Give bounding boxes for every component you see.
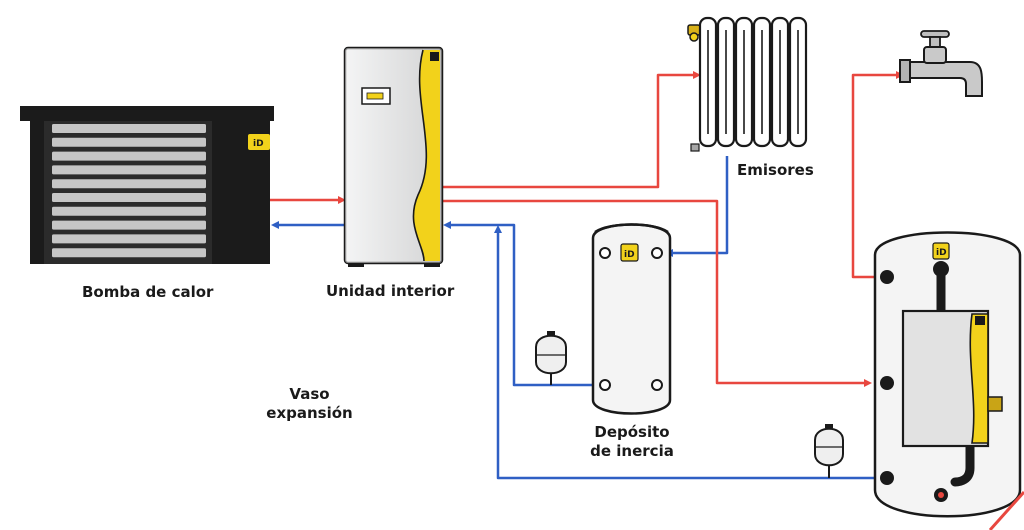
dhw-tank-icon: iD [873, 231, 1022, 518]
expansion-label-line1: Vaso [289, 385, 330, 403]
grille-slat [52, 234, 206, 244]
decorative-stroke [988, 490, 1024, 530]
expansion-vessel-dhw-icon [814, 424, 844, 478]
arrow-cold-unit-to-heatpump [271, 221, 279, 229]
pipe-cold-radiator-to-buffer [672, 156, 729, 255]
heat-pump-icon: iD [20, 106, 274, 264]
expansion-label-line2: expansión [266, 404, 353, 422]
pipe-cold-buffer-return [450, 223, 598, 387]
heat-pump-label: Bomba de calor [82, 283, 214, 301]
grille-slat [52, 124, 206, 133]
expansion-vessel-label: Vaso expansión [262, 385, 357, 423]
indoor-unit-icon [343, 46, 444, 267]
pipe-hot-unit-to-dhw [443, 199, 864, 385]
grille-slat [52, 206, 206, 216]
expansion-vessel-icon [535, 331, 567, 385]
grille-slat [52, 151, 206, 161]
arrow-hot-to-dhw [864, 379, 872, 387]
grille-slat [52, 193, 206, 202]
pipe-cold-dhw-return [496, 232, 875, 480]
heat-pump-grille [52, 124, 206, 258]
buffer-label-line2: de inercia [590, 442, 674, 460]
heat-pump-badge [248, 134, 270, 150]
indoor-unit-label: Unidad interior [326, 282, 455, 300]
pipe-hot-unit-to-radiator [443, 73, 693, 189]
buffer-tank-label: Depósito de inercia [582, 423, 682, 461]
arrow-hot-to-radiator [693, 71, 701, 79]
buffer-tank-icon: iD [591, 223, 672, 415]
svg-text:iD: iD [936, 248, 947, 258]
grille-slat [52, 248, 206, 258]
arrow-cold-up [494, 225, 502, 233]
emitters-label: Emisores [737, 161, 814, 179]
water-tap-icon [899, 30, 983, 97]
svg-text:iD: iD [253, 139, 264, 149]
radiator-icon [687, 16, 808, 152]
grille-slat [52, 165, 206, 175]
grille-slat [52, 179, 206, 189]
buffer-label-line1: Depósito [594, 423, 670, 441]
arrow-cold-to-unit [443, 221, 451, 229]
arrow-hot-heatpump-to-unit [338, 196, 346, 204]
svg-text:iD: iD [624, 250, 635, 260]
grille-slat [52, 137, 206, 147]
pipe-hot-dhw-to-tap [851, 73, 896, 279]
grille-slat [52, 220, 206, 230]
